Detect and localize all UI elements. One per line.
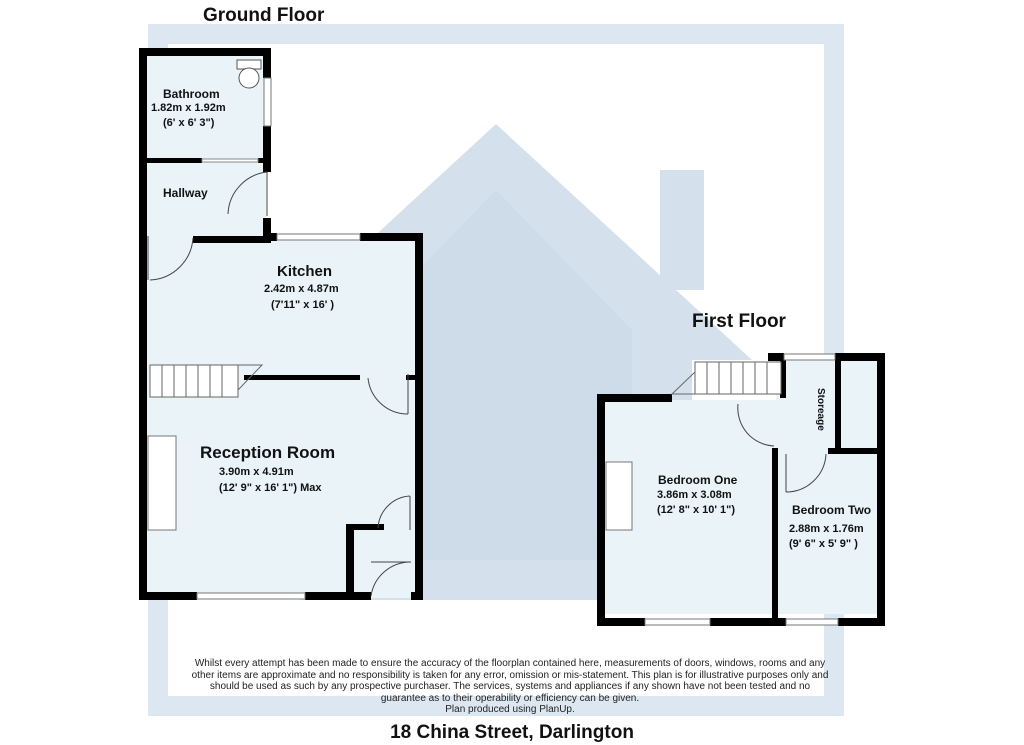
bathroom-name: Bathroom [163,87,220,101]
landing-bedroom-two-floor [776,358,878,614]
bedroom-two-imperial: (9' 6" x 5' 9" ) [789,538,858,550]
wall [710,618,786,626]
wall [263,126,271,172]
disclaimer-text: Whilst every attempt has been made to en… [180,658,840,716]
storage-name: Storeage [815,388,826,431]
hallway-name: Hallway [163,186,208,200]
reception-room-name: Reception Room [200,443,336,462]
wall [139,48,147,600]
wall [139,592,197,600]
first-floor-title: First Floor [692,311,786,332]
window [263,77,272,127]
wall [263,48,271,78]
wall [346,524,354,596]
wall [415,233,423,600]
chimney-breast [605,461,633,531]
wall [835,353,841,453]
wall [263,218,271,242]
staircase [149,364,264,398]
window [276,233,361,241]
wall [305,592,371,600]
door-swings [147,171,412,597]
wall [772,448,778,620]
bedroom-two-metric: 2.88m x 1.76m [789,523,864,535]
bedroom-one-name: Bedroom One [658,473,738,487]
wall [838,618,885,626]
bedroom-one-floor [604,400,776,614]
kitchen-metric: 2.42m x 4.87m [264,283,339,295]
reception-room-imperial: (12' 9" x 16' 1") Max [219,482,322,494]
door-gap [201,158,259,163]
wall [597,618,645,626]
wall [835,353,885,361]
toilet-icon [236,59,262,89]
wall [768,353,784,361]
wall [597,394,672,402]
window [785,618,839,626]
reception-room-metric: 3.90m x 4.91m [219,466,294,478]
bedroom-one-imperial: (12' 8" x 10' 1") [657,504,736,516]
disclaimer-line: guarantee as to their operability or eff… [380,692,640,704]
wall [828,448,878,454]
window [783,353,836,361]
wall [146,158,202,163]
wall [263,233,277,241]
property-title: 18 China Street, Darlington [390,722,634,743]
disclaimer-line: should be used as such by any prospectiv… [209,681,811,693]
kitchen-name: Kitchen [277,263,333,280]
kitchen-reception-floor [146,236,416,598]
door-swings [737,403,827,493]
disclaimer-line: other items are approximate and no respo… [191,669,829,681]
wall [877,353,885,626]
bathroom-metric: 1.82m x 1.92m [151,102,226,114]
wall [346,524,384,530]
window [644,618,711,626]
bedroom-one-metric: 3.86m x 3.08m [657,489,732,501]
bedroom-two-name: Bedroom Two [792,503,872,517]
wall [258,158,268,163]
wall [780,358,786,398]
window [196,592,306,600]
disclaimer-line: Plan produced using PlanUp. [445,704,575,716]
wall [193,236,271,243]
wall [360,233,423,241]
staircase [670,361,782,395]
wall [597,394,605,626]
wall [406,375,416,380]
kitchen-imperial: (7'11" x 16' ) [271,299,335,311]
wall [244,375,360,380]
wall [411,592,423,600]
ground-floor-plan [139,48,423,600]
fireplace [147,435,177,531]
disclaimer-line: Whilst every attempt has been made to en… [194,658,826,669]
ground-floor-title: Ground Floor [203,5,325,26]
bathroom-imperial: (6' x 6' 3") [163,117,215,129]
first-floor-plan [597,353,885,626]
wall [139,48,271,56]
